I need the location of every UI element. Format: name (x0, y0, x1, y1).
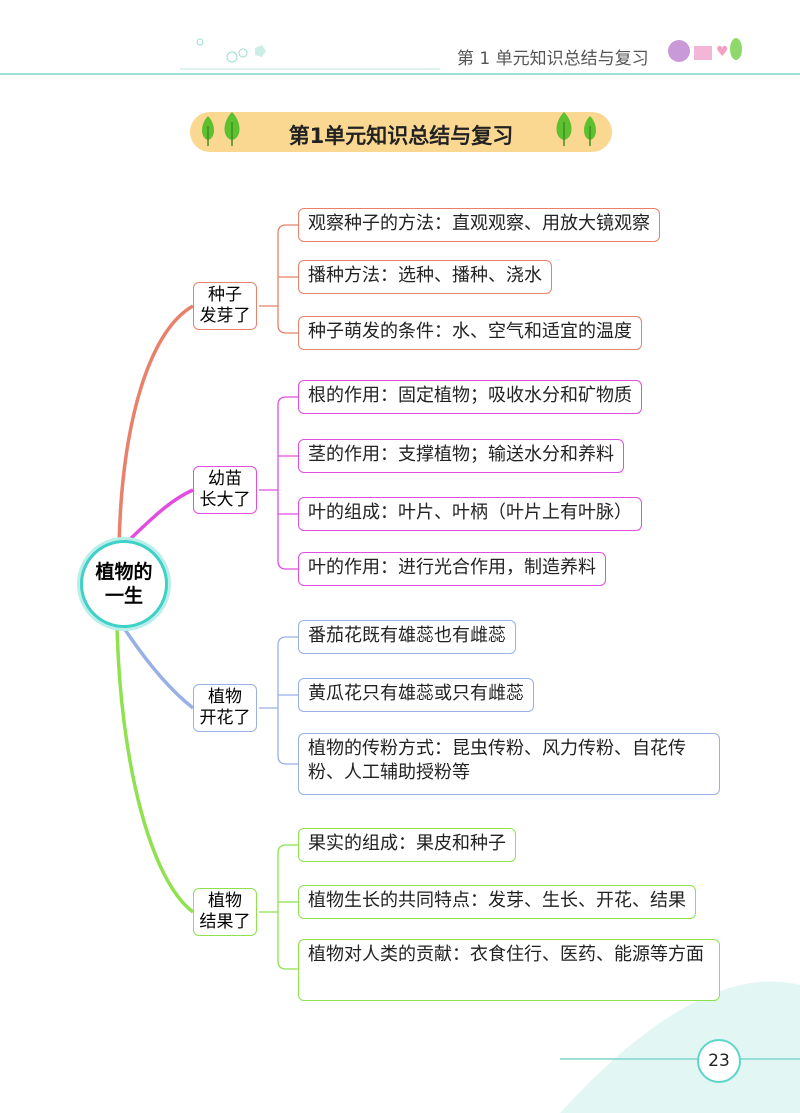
leaf-item: 果实的组成：果皮和种子 (298, 828, 516, 862)
branch-seed-sprout: 种子 发芽了 (193, 282, 257, 330)
branch-label-line2: 开花了 (199, 708, 251, 728)
branch-label-line2: 结果了 (199, 912, 251, 932)
leaf-item: 叶的作用：进行光合作用，制造养料 (298, 552, 606, 586)
leaf-item: 植物生长的共同特点：发芽、生长、开花、结果 (298, 885, 696, 919)
branch-label-line1: 幼苗 (208, 469, 242, 489)
branch-plant-fruits: 植物 结果了 (193, 888, 257, 936)
branch-plant-flowers: 植物 开花了 (193, 684, 257, 732)
branch-seedling-grows: 幼苗 长大了 (193, 466, 257, 514)
leaf-item: 根的作用：固定植物；吸收水分和矿物质 (298, 380, 642, 414)
leaf-item: 叶的组成：叶片、叶柄（叶片上有叶脉） (298, 497, 642, 531)
page-number: 23 (697, 1039, 741, 1083)
leaf-item: 番茄花既有雄蕊也有雌蕊 (298, 620, 516, 654)
branch-label-line1: 种子 (208, 285, 242, 305)
leaf-item: 黄瓜花只有雄蕊或只有雌蕊 (298, 678, 534, 712)
leaf-item: 植物对人类的贡献：衣食住行、医药、能源等方面 (298, 939, 720, 1001)
bee-icon (668, 40, 690, 62)
leaf-icon (730, 38, 742, 60)
center-node: 植物的 一生 (80, 540, 168, 628)
center-label-line2: 一生 (104, 585, 143, 607)
tree-icon-left (202, 112, 240, 146)
flower-icon: ♥ (716, 44, 729, 60)
house-icon (694, 46, 712, 60)
page-title: 第1单元知识总结与复习 (288, 124, 514, 148)
branch-label-line2: 长大了 (199, 490, 251, 510)
leaf-item: 种子萌发的条件：水、空气和适宜的温度 (298, 316, 642, 350)
leaf-item: 观察种子的方法：直观观察、用放大镜观察 (298, 208, 660, 242)
title-banner: 第1单元知识总结与复习 (190, 112, 612, 152)
running-header: 第 1 单元知识总结与复习 (457, 49, 649, 69)
tree-icon-right (556, 112, 596, 146)
branch-label-line1: 植物 (208, 891, 242, 911)
leaf-item: 植物的传粉方式：昆虫传粉、风力传粉、自花传粉、人工辅助授粉等 (298, 733, 720, 795)
leaf-item: 茎的作用：支撑植物；输送水分和养料 (298, 439, 624, 473)
leaf-item: 播种方法：选种、播种、浇水 (298, 260, 552, 294)
branch-label-line1: 植物 (208, 687, 242, 707)
center-label-line1: 植物的 (95, 561, 153, 583)
branch-label-line2: 发芽了 (199, 306, 251, 326)
